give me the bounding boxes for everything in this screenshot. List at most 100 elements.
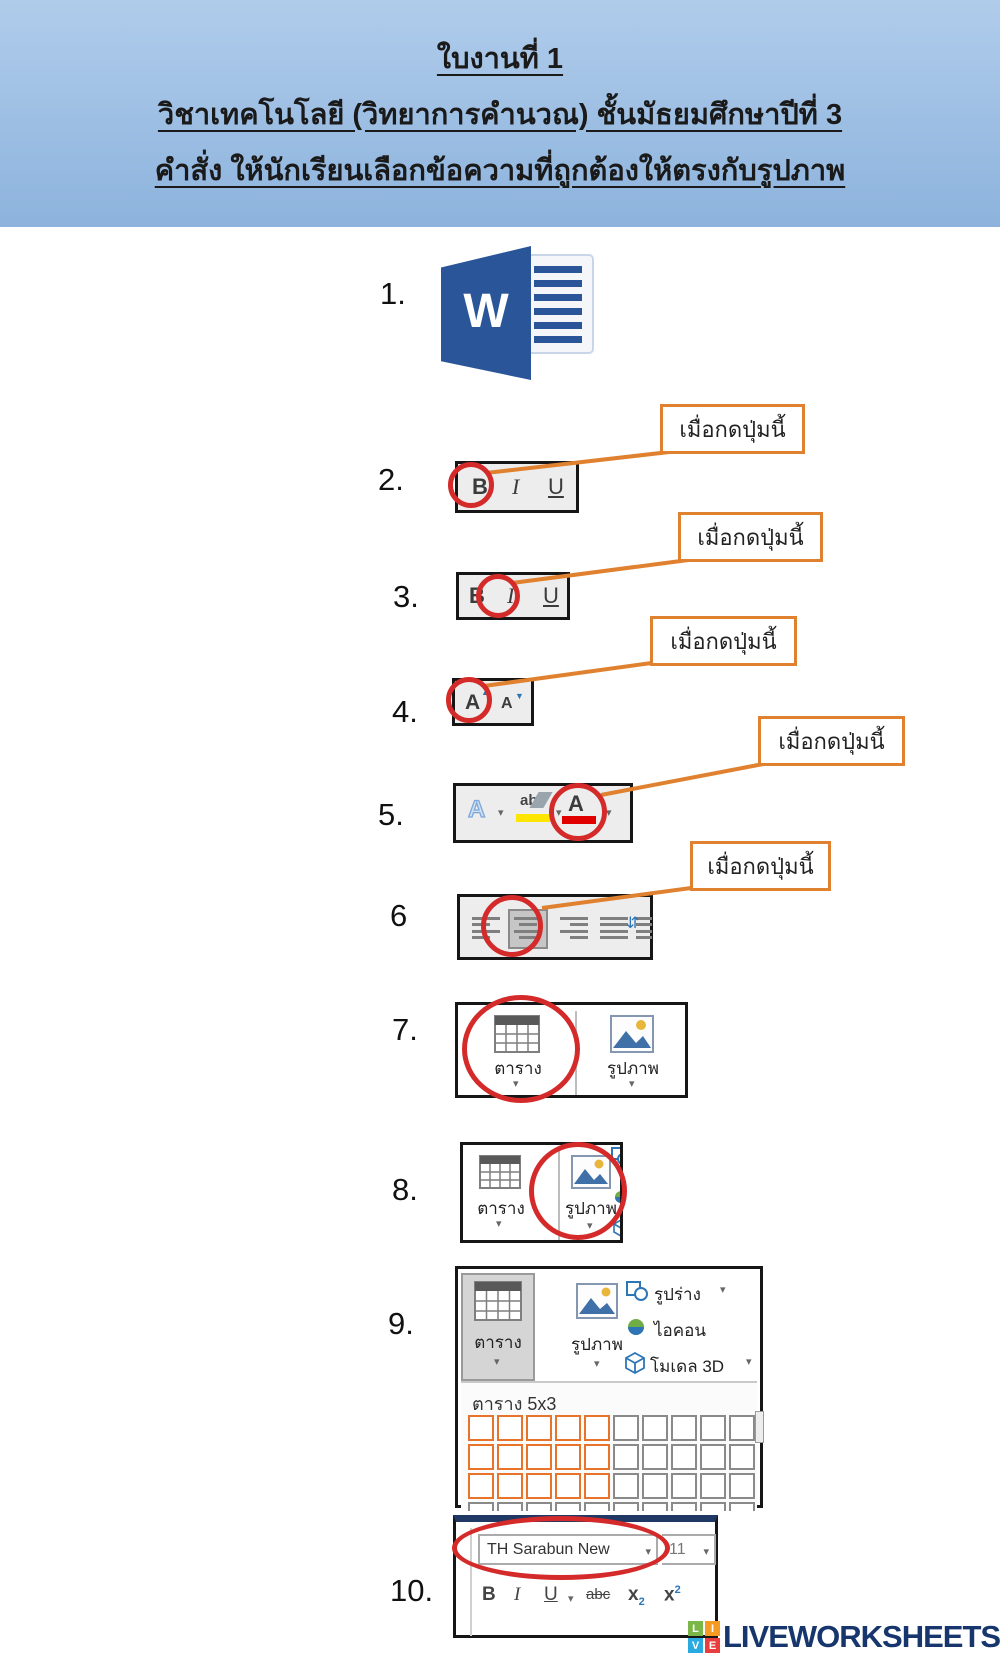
picture-caret-icon: ▾ xyxy=(629,1078,635,1090)
grid-cell[interactable] xyxy=(642,1473,668,1499)
underline-button[interactable]: U xyxy=(548,474,564,499)
worksheet-title: ใบงานที่ 1 xyxy=(436,42,564,75)
grid-cell[interactable] xyxy=(613,1502,639,1511)
callout-4-label: เมื่อกดปุ่มนี้ xyxy=(670,628,777,654)
grid-cell[interactable] xyxy=(584,1473,610,1499)
grid-cell[interactable] xyxy=(526,1444,552,1470)
liveworksheets-logo[interactable]: L I V E LIVEWORKSHEETS xyxy=(688,1619,1000,1655)
grid-cell[interactable] xyxy=(555,1473,581,1499)
text-effects-caret-icon[interactable]: ▾ xyxy=(498,807,504,819)
grid-cell[interactable] xyxy=(729,1502,755,1511)
justify-icon[interactable] xyxy=(600,917,628,939)
logo-square-i: I xyxy=(705,1621,720,1636)
font-size-caret-icon[interactable]: ▾ xyxy=(703,1546,709,1558)
grid-cell[interactable] xyxy=(584,1502,610,1511)
item-10-number: 10. xyxy=(390,1573,434,1608)
grid-cell[interactable] xyxy=(729,1444,755,1470)
table-grid-title: ตาราง 5x3 xyxy=(472,1394,557,1414)
item-1-number: 1. xyxy=(380,276,406,311)
italic-button[interactable]: I xyxy=(514,1584,521,1605)
grid-cell[interactable] xyxy=(555,1502,581,1511)
line-spacing-icon[interactable] xyxy=(636,917,652,939)
table-size-grid xyxy=(468,1415,755,1499)
group-edge-divider xyxy=(470,1528,472,1636)
grid-cell[interactable] xyxy=(468,1415,494,1441)
grid-cell[interactable] xyxy=(584,1415,610,1441)
grid-cell[interactable] xyxy=(729,1415,755,1441)
grid-cell[interactable] xyxy=(613,1444,639,1470)
model3d-button[interactable]: โมเดล 3D xyxy=(650,1357,725,1376)
scrollbar-fragment[interactable] xyxy=(755,1411,764,1443)
callout-4: เมื่อกดปุ่มนี้ xyxy=(650,616,797,666)
grid-cell[interactable] xyxy=(526,1502,552,1511)
align-right-icon[interactable] xyxy=(560,917,588,939)
table-button[interactable]: ตาราง xyxy=(477,1199,525,1218)
underline-button[interactable]: U xyxy=(544,1584,558,1605)
highlight-color-bar xyxy=(516,814,550,822)
icons-icon xyxy=(628,1319,644,1335)
picture-button[interactable]: รูปภาพ xyxy=(571,1335,623,1354)
item-4-number: 4. xyxy=(392,694,418,729)
shapes-caret-icon: ▾ xyxy=(720,1284,726,1296)
grid-cell[interactable] xyxy=(729,1473,755,1499)
shapes-icon xyxy=(626,1281,648,1301)
table-caret-icon: ▾ xyxy=(494,1356,500,1368)
grid-cell[interactable] xyxy=(526,1415,552,1441)
underline-caret-icon[interactable]: ▾ xyxy=(568,1593,574,1605)
grid-cell[interactable] xyxy=(613,1415,639,1441)
font-size-combo[interactable]: 11 ▾ xyxy=(662,1534,716,1565)
grid-cell[interactable] xyxy=(671,1444,697,1470)
grid-cell[interactable] xyxy=(642,1502,668,1511)
grid-cell[interactable] xyxy=(526,1473,552,1499)
table-button[interactable]: ตาราง xyxy=(474,1333,522,1352)
word-logo-flag: W xyxy=(441,246,531,380)
grid-cell[interactable] xyxy=(700,1473,726,1499)
grid-cell[interactable] xyxy=(497,1415,523,1441)
italic-button[interactable]: I xyxy=(512,474,520,499)
subscript-2: 2 xyxy=(638,1595,645,1608)
grid-cell[interactable] xyxy=(700,1444,726,1470)
grid-cell[interactable] xyxy=(671,1502,697,1511)
callout-6: เมื่อกดปุ่มนี้ xyxy=(690,841,831,891)
underline-button[interactable]: U xyxy=(543,583,559,608)
item-7-number: 7. xyxy=(392,1012,418,1047)
shrink-font-button[interactable]: A xyxy=(501,695,513,712)
grid-cell[interactable] xyxy=(584,1444,610,1470)
shapes-button[interactable]: รูปร่าง xyxy=(654,1285,701,1304)
red-ellipse-font-name xyxy=(452,1516,670,1580)
grid-cell[interactable] xyxy=(555,1415,581,1441)
grid-cell[interactable] xyxy=(700,1502,726,1511)
grid-cell[interactable] xyxy=(700,1415,726,1441)
grid-cell[interactable] xyxy=(497,1473,523,1499)
table-icon xyxy=(479,1155,521,1189)
word-logo-document xyxy=(520,254,594,354)
grid-cell[interactable] xyxy=(642,1415,668,1441)
superscript-x: x xyxy=(664,1584,675,1606)
grid-cell[interactable] xyxy=(497,1444,523,1470)
grid-cell[interactable] xyxy=(468,1473,494,1499)
grid-cell[interactable] xyxy=(613,1473,639,1499)
bold-button[interactable]: B xyxy=(482,1584,496,1605)
strikethrough-button[interactable]: abc xyxy=(586,1586,611,1603)
font-color-caret-icon[interactable]: ▾ xyxy=(606,807,612,819)
picture-caret-icon: ▾ xyxy=(594,1358,600,1370)
word-logo-letter: W xyxy=(463,284,509,338)
grid-cell[interactable] xyxy=(497,1502,523,1511)
grid-cell[interactable] xyxy=(671,1473,697,1499)
grid-cell[interactable] xyxy=(468,1444,494,1470)
picture-button[interactable]: รูปภาพ xyxy=(607,1059,659,1078)
grid-cell[interactable] xyxy=(671,1415,697,1441)
grid-cell[interactable] xyxy=(468,1502,494,1511)
red-circle-bold xyxy=(448,462,494,508)
grid-cell[interactable] xyxy=(555,1444,581,1470)
model3d-caret-icon: ▾ xyxy=(746,1356,752,1368)
grid-cell[interactable] xyxy=(642,1444,668,1470)
red-circle-grow-font xyxy=(446,677,492,723)
subscript-button[interactable]: x2 xyxy=(628,1584,645,1608)
text-effects-button[interactable]: A xyxy=(467,795,486,823)
item-2-number: 2. xyxy=(378,462,404,497)
superscript-button[interactable]: x2 xyxy=(664,1584,681,1606)
icons-button[interactable]: ไอคอน xyxy=(654,1321,706,1340)
item-9-number: 9. xyxy=(388,1306,414,1341)
